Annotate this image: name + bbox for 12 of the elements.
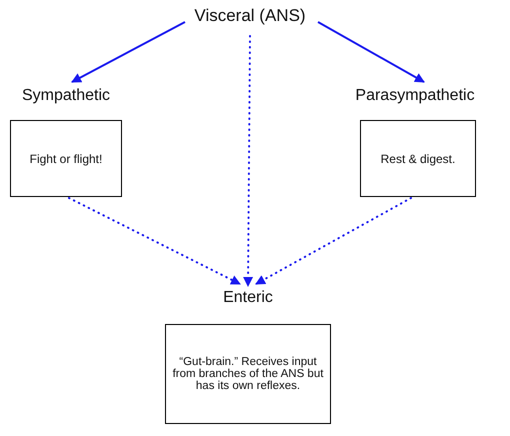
arrow xyxy=(318,21,425,83)
heading-label: Visceral (ANS) xyxy=(193,6,307,26)
arrow xyxy=(71,21,186,83)
heading-label: Enteric xyxy=(222,288,274,308)
dotted-arrow xyxy=(243,35,254,287)
dotted-arrow xyxy=(68,197,241,285)
dotted-arrow xyxy=(255,197,412,285)
heading-label: Parasympathetic xyxy=(354,86,476,106)
heading-label: Sympathetic xyxy=(20,86,112,106)
text-box: “Gut-brain.” Receives input from branches of the ANS but has its own reflexes. xyxy=(165,324,331,424)
text-box: Fight or flight! xyxy=(10,120,122,197)
text-box: Rest & digest. xyxy=(360,120,476,197)
